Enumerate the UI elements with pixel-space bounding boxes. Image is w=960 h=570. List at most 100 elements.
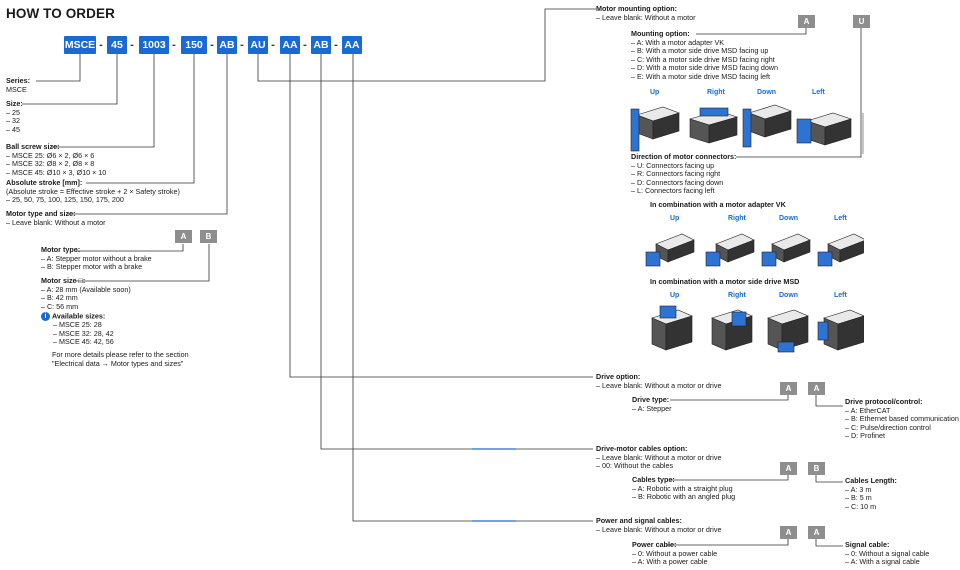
mounting-title: Motor mounting option: [596,4,678,13]
motortype2-line: – B: Stepper motor with a brake [41,262,143,272]
cabletype-section: Cables type: – A: Robotic with a straigh… [632,475,736,502]
motortype-title: Motor type and size: [6,209,76,218]
available-line: – MSCE 45: 42, 56 [53,337,114,347]
code-power: AA [342,36,362,54]
cables-line: – 00: Without the cables [596,461,674,471]
protocol-line: – A: EtherCAT [845,405,891,415]
motorsize-title: Motor size □: [41,276,86,285]
power-section: Power and signal cables: – Leave blank: … [596,516,722,534]
drivetype-title: Drive type: [632,395,670,404]
msd-motor-illustrations [630,104,864,154]
drive-box-a2: A [808,382,825,395]
connectors-line: – D: Connectors facing down [631,177,724,187]
motortype-line: – Leave blank: Without a motor [6,217,106,227]
signalcable-line: – 0: Without a signal cable [845,548,930,558]
size-title: Size: [6,99,23,108]
details-note: For more details please refer to the sec… [52,350,189,368]
connectors-line: – R: Connectors facing right [631,169,721,179]
code-dash: - [240,39,244,51]
size-line: – 25 [6,107,20,117]
motortype-section: Motor type and size: – Leave blank: With… [6,209,106,227]
cablelen-title: Cables Length: [845,476,897,485]
power-box-a2: A [808,526,825,539]
vk-dir-label-right: Right [728,215,746,222]
drive-title: Drive option: [596,372,641,381]
details-line: For more details please refer to the sec… [52,350,189,359]
stroke-section: Absolute stroke [mm]: (Absolute stroke =… [6,178,180,205]
drive-section: Drive option: – Leave blank: Without a m… [596,372,721,390]
motorsize-line: – C: 56 mm [41,301,79,311]
drive-box-a1: A [780,382,797,395]
combo-vk-title: In combination with a motor adapter VK [650,200,786,209]
code-drive: AA [280,36,300,54]
code-dash: - [334,39,338,51]
power-box-a1: A [780,526,797,539]
ballscrew-section: Ball screw size: – MSCE 25: Ø6 × 2, Ø6 ×… [6,142,106,177]
stroke-title: Absolute stroke [mm]: [6,178,83,187]
msd-dir-label-down: Down [779,292,799,299]
msd-dir-label-right: Right [728,292,746,299]
cable-box-b: B [808,462,825,475]
code-dash: - [210,39,214,51]
mount-box-u: U [853,15,870,28]
motorsize-line: – A: 28 mm (Available soon) [41,284,131,294]
mountopt-line: – C: With a motor side drive MSD facing … [631,54,775,64]
cabletype-line: – B: Robotic with an angled plug [632,492,736,502]
cables-line: – Leave blank: Without a motor or drive [596,452,722,462]
ballscrew-line: – MSCE 32: Ø8 × 2, Ø8 × 8 [6,159,95,169]
code-motor: AB [217,36,237,54]
mount-box-a: A [798,15,815,28]
motor-box-b: B [200,230,217,243]
msd2-motor-illustrations [651,305,864,353]
dir-label-down: Down [757,89,777,96]
connectors-line: – U: Connectors facing up [631,160,715,170]
mounting-line: – Leave blank: Without a motor [596,12,696,22]
powercable-line: – A: With a power cable [632,557,708,567]
ballscrew-line: – MSCE 25: Ø6 × 2, Ø6 × 6 [6,150,95,160]
cablelen-section: Cables Length: – A: 3 m – B: 5 m – C: 10… [845,476,897,511]
mountopt-section: Mounting option: – A: With a motor adapt… [631,29,778,82]
combo-msd-title: In combination with a motor side drive M… [650,277,800,286]
cablelen-line: – A: 3 m [845,484,872,494]
vk-dir-label-up: Up [670,215,680,222]
mountopt-title: Mounting option: [631,29,690,38]
dir-label-left: Left [812,89,825,96]
code-cables: AB [311,36,331,54]
mountopt-line: – B: With a motor side drive MSD facing … [631,46,769,56]
code-ballscrew: 1003 [139,36,169,54]
ballscrew-title: Ball screw size: [6,142,60,151]
power-line: – Leave blank: Without a motor or drive [596,524,722,534]
cables-section: Drive-motor cables option: – Leave blank… [596,444,722,471]
code-dash: - [271,39,275,51]
powercable-title: Power cable: [632,540,677,549]
msd-dir-label-left: Left [834,292,847,299]
size-line: – 32 [6,116,20,126]
protocol-line: – D: Profinet [845,431,885,441]
drivetype-line: – A: Stepper [632,403,672,413]
available-title: Available sizes: [52,311,106,321]
connectors-title: Direction of motor connectors: [631,152,737,161]
cable-box-a: A [780,462,797,475]
vk-dir-label-down: Down [779,215,799,222]
code-dash: - [303,39,307,51]
code-mounting: AU [248,36,268,54]
series-section: Series: MSCE [6,76,30,94]
motor-box-a: A [175,230,192,243]
signalcable-section: Signal cable: – 0: Without a signal cabl… [845,540,930,567]
mounting-section: Motor mounting option: – Leave blank: Wi… [596,4,696,22]
powercable-section: Power cable: – 0: Without a power cable … [632,540,718,567]
drivetype-section: Drive type: – A: Stepper [632,395,672,413]
code-series: MSCE [64,36,96,54]
motorsize-line: – B: 42 mm [41,293,78,303]
cables-title: Drive-motor cables option: [596,444,688,453]
powercable-line: – 0: Without a power cable [632,548,718,558]
mountopt-line: – A: With a motor adapter VK [631,37,725,47]
series-line: MSCE [6,84,27,94]
code-stroke: 150 [181,36,207,54]
available-line: – MSCE 25: 28 [53,320,102,329]
cabletype-title: Cables type: [632,475,675,484]
code-dash: - [99,39,103,51]
power-title: Power and signal cables: [596,516,682,525]
